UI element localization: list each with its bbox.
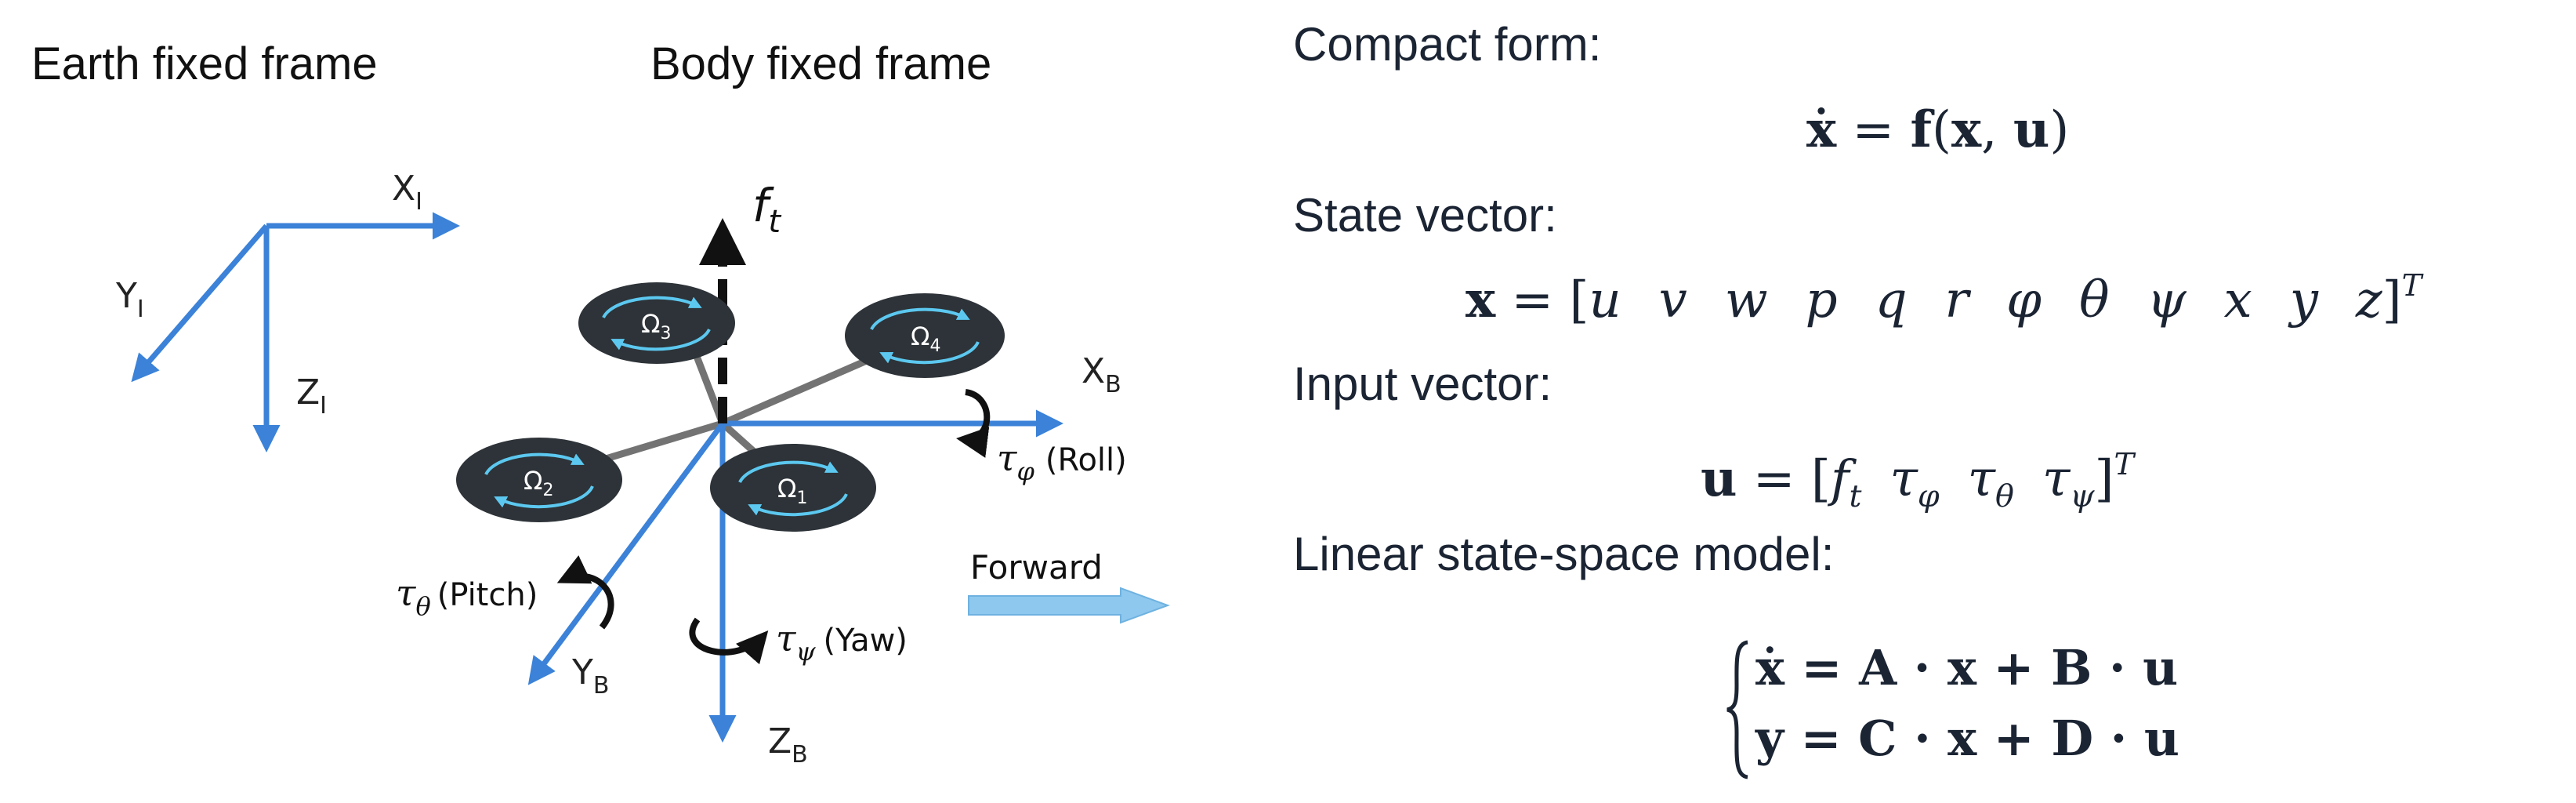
linear-model-equation: ẋ = A · x + B · u y = C · x + D · u bbox=[1724, 639, 2179, 780]
body-frame-title: Body fixed frame bbox=[650, 38, 992, 89]
earth-x-label: XI bbox=[392, 169, 422, 216]
pitch-torque-arrow bbox=[556, 555, 614, 630]
rotor-3: Ω3 bbox=[578, 282, 735, 364]
frames-diagram: XI YI ZI ft Ω3 Ω4 Ω2 Ω1 bbox=[115, 169, 1170, 768]
linear-model-row-1: ẋ = A · x + B · u bbox=[1755, 639, 2179, 696]
yaw-torque-label: τψ(Yaw) bbox=[776, 617, 908, 667]
earth-y-label: YI bbox=[115, 276, 144, 323]
rotor-2: Ω2 bbox=[456, 438, 622, 522]
earth-frame-axes bbox=[131, 212, 460, 452]
linear-model-heading: Linear state-space model: bbox=[1293, 528, 1835, 580]
svg-text:Ω4: Ω4 bbox=[911, 322, 940, 356]
body-x-label: XB bbox=[1081, 351, 1121, 398]
state-vector-heading: State vector: bbox=[1293, 189, 1557, 242]
forward-arrow bbox=[968, 587, 1170, 624]
body-y-axis bbox=[527, 421, 725, 685]
left-brace bbox=[1726, 640, 1748, 779]
linear-model-row-2: y = C · x + D · u bbox=[1755, 710, 2179, 767]
forward-label: Forward bbox=[970, 548, 1103, 587]
body-z-label: ZB bbox=[768, 721, 808, 768]
pitch-torque-label: τθ(Pitch) bbox=[396, 572, 538, 621]
body-y-label: YB bbox=[571, 652, 609, 699]
svg-text:Ω3: Ω3 bbox=[641, 309, 671, 343]
thrust-label: ft bbox=[752, 179, 781, 240]
svg-text:Ω1: Ω1 bbox=[777, 474, 807, 508]
earth-frame-title: Earth fixed frame bbox=[31, 38, 378, 89]
svg-text:Ω2: Ω2 bbox=[524, 466, 553, 500]
roll-torque-label: τφ(Roll) bbox=[997, 437, 1127, 486]
compact-form-equation: ẋ = f(x, u) bbox=[1806, 100, 2070, 159]
roll-torque-arrow bbox=[956, 389, 991, 458]
earth-z-label: ZI bbox=[296, 372, 327, 420]
input-vector-heading: Input vector: bbox=[1293, 358, 1552, 410]
compact-form-heading: Compact form: bbox=[1293, 18, 1602, 71]
rotor-4: Ω4 bbox=[845, 293, 1005, 378]
rotor-1: Ω1 bbox=[710, 444, 876, 532]
earth-y-axis bbox=[131, 223, 269, 383]
yaw-torque-arrow bbox=[689, 617, 769, 665]
